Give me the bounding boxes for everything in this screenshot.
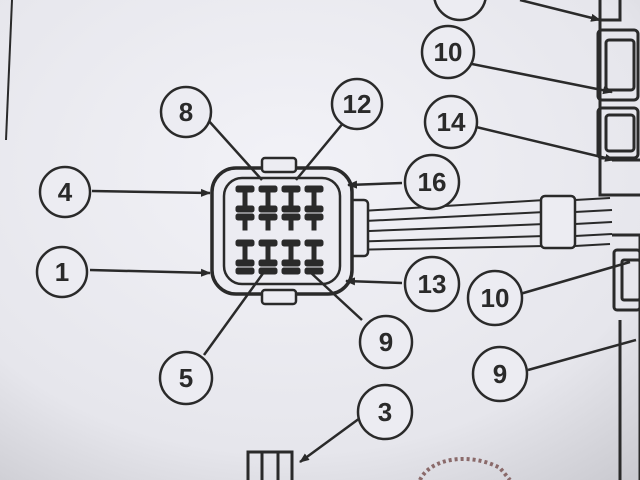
callout-10-top: 10 — [420, 24, 476, 80]
callout-10-right-label: 10 — [481, 283, 510, 313]
pin-row-top — [235, 185, 324, 231]
callout-4-label: 4 — [58, 177, 73, 207]
connector-body — [210, 156, 354, 306]
callout-8-label: 8 — [179, 97, 193, 127]
callout-9-right-label: 9 — [493, 359, 507, 389]
callout-16: 16 — [403, 153, 461, 211]
leader-1 — [89, 268, 211, 277]
leader-5 — [202, 271, 266, 356]
leader-12 — [295, 121, 345, 181]
leader-10-right — [519, 260, 631, 296]
callouts: 8 12 4 16 1 13 5 9 — [35, 0, 529, 441]
callout-3-label: 3 — [378, 397, 392, 427]
callout-1: 1 — [35, 245, 89, 299]
callout-12: 12 — [330, 77, 384, 131]
right-components — [596, 0, 640, 480]
callout-8: 8 — [159, 85, 213, 139]
leader-9 — [309, 271, 363, 321]
harness-clip — [539, 194, 577, 250]
leader-4 — [91, 188, 211, 197]
callout-13: 13 — [403, 255, 461, 313]
callout-9-label: 9 — [379, 327, 393, 357]
callout-bubble-partial — [433, 0, 487, 22]
leader-14 — [471, 124, 615, 162]
callout-5-label: 5 — [179, 363, 193, 393]
leader-3 — [299, 416, 361, 464]
leader-top-partial — [519, 0, 601, 22]
leader-13 — [345, 277, 403, 286]
leader-16 — [347, 180, 403, 189]
leader-10-top — [461, 60, 613, 95]
bottom-component — [246, 450, 512, 480]
callout-5: 5 — [158, 350, 214, 406]
callout-14: 14 — [423, 94, 479, 150]
page-border — [5, 0, 13, 141]
callout-14-label: 14 — [437, 107, 466, 137]
callout-3: 3 — [356, 383, 414, 441]
leader-8 — [207, 119, 263, 181]
callout-9: 9 — [358, 314, 414, 370]
callout-13-label: 13 — [418, 269, 447, 299]
callout-1-label: 1 — [55, 257, 69, 287]
callout-16-label: 16 — [418, 167, 447, 197]
callout-12-label: 12 — [343, 89, 372, 119]
callout-10-right: 10 — [466, 269, 524, 327]
pin-row-bottom — [235, 239, 324, 275]
leader-9-right — [527, 338, 637, 372]
connector-pins — [235, 185, 324, 275]
callout-9-right: 9 — [471, 345, 529, 403]
leader-lines — [89, 0, 637, 464]
callout-4: 4 — [38, 165, 92, 219]
callout-10-top-label: 10 — [434, 37, 463, 67]
